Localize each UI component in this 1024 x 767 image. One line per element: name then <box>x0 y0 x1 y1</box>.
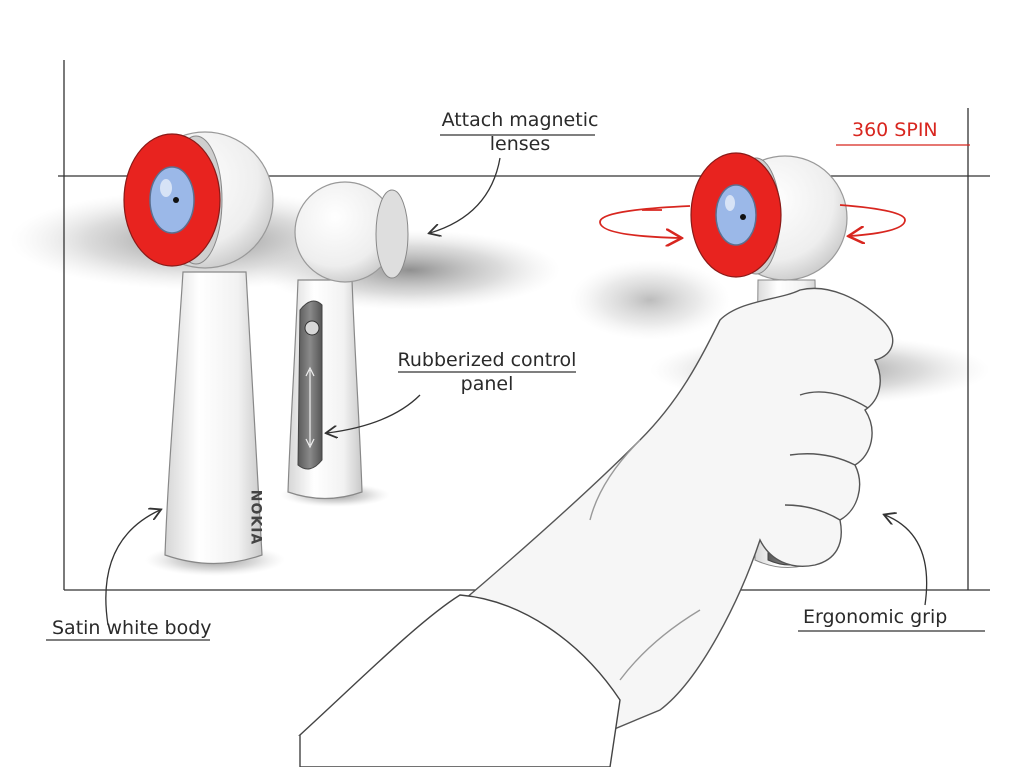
brand-text: NOKIA <box>247 489 264 546</box>
device-back <box>287 181 409 500</box>
sleeve <box>299 594 621 767</box>
annotation-magnetic-lenses: Attach magnetic lenses <box>440 108 600 156</box>
annotation-magnetic-lenses-line1: Attach magnetic <box>441 109 599 131</box>
annotation-control-panel: Rubberized control panel <box>396 348 578 396</box>
annotation-magnetic-lenses-line2: lenses <box>489 133 551 155</box>
annotation-control-panel-line2: panel <box>460 373 514 395</box>
brand-logo: NOKIA <box>247 490 266 546</box>
leader-lines <box>46 134 985 641</box>
annotation-satin-body: Satin white body <box>52 617 212 639</box>
device-front <box>123 131 274 565</box>
annotation-360-spin: 360 SPIN <box>852 119 938 141</box>
spin-arrows <box>599 204 906 238</box>
annotation-control-panel-line1: Rubberized control <box>397 349 577 371</box>
annotation-ergonomic-grip: Ergonomic grip <box>803 606 948 628</box>
